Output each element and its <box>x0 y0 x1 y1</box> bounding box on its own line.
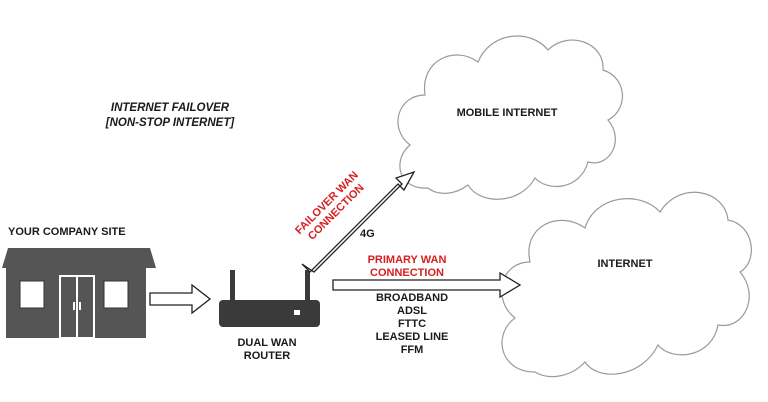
primary-tech-item: FFM <box>400 344 424 356</box>
router-label-line-1: DUAL WAN <box>237 337 297 349</box>
router-icon <box>219 270 320 327</box>
primary-arrow <box>332 271 522 299</box>
primary-tech-item: LEASED LINE <box>375 331 449 343</box>
title-line-1: INTERNET FAILOVER <box>110 102 230 114</box>
primary-tech-list: BROADBAND ADSL FTTC LEASED LINE FFM <box>362 292 462 357</box>
primary-label-line-2: CONNECTION <box>370 267 444 279</box>
primary-tech-item: FTTC <box>397 318 427 330</box>
company-site-label: YOUR COMPANY SITE <box>8 226 126 238</box>
primary-tech-item: ADSL <box>397 305 427 317</box>
mobile-internet-cloud <box>397 35 623 200</box>
router-label: DUAL WAN ROUTER <box>222 337 312 363</box>
failover-arrow <box>301 170 416 273</box>
failover-tech-label: 4G <box>360 228 375 240</box>
primary-label-line-1: PRIMARY WAN <box>367 254 447 266</box>
primary-connection-label: PRIMARY WAN CONNECTION <box>352 254 462 280</box>
internet-cloud <box>501 191 752 378</box>
company-building-icon <box>2 248 156 339</box>
mobile-internet-label: MOBILE INTERNET <box>456 107 558 119</box>
primary-tech-item: BROADBAND <box>375 292 449 304</box>
site-to-router-arrow <box>149 283 212 315</box>
diagram-title: INTERNET FAILOVER [NON-STOP INTERNET] <box>80 101 260 131</box>
router-label-line-2: ROUTER <box>243 350 291 362</box>
title-line-2: [NON-STOP INTERNET] <box>105 117 235 129</box>
internet-label: INTERNET <box>597 258 653 270</box>
